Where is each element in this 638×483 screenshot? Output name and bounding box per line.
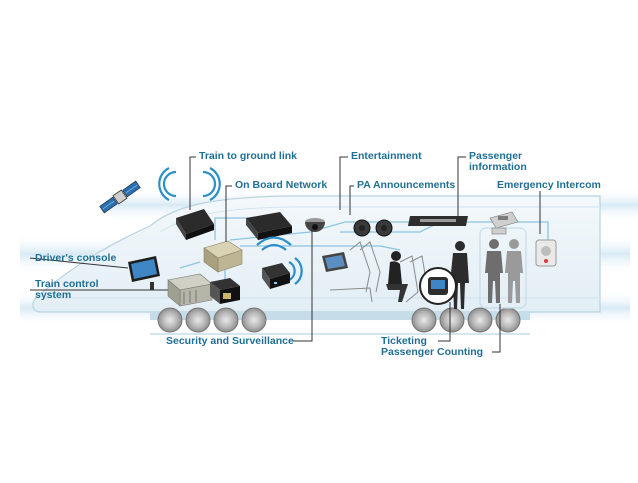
label-passenger-information: Passenger information [469,150,527,173]
conductor-figure [450,241,469,309]
passenger-silhouettes [485,239,523,303]
label-on-board-network: On Board Network [235,179,328,191]
train-wheels [150,307,530,335]
intercom-icon [535,239,557,267]
ceiling-unit-icon [489,211,519,229]
network-switch-icon [246,212,292,240]
label-leader-lines [29,156,541,353]
people-counter-icon [491,227,507,235]
label-pa-announcements: PA Announcements [357,179,456,191]
wifi-signal-icon [256,236,303,285]
label-passenger-counting: Passenger Counting [381,346,484,358]
security-unit-icon [262,263,290,289]
label-ticketing: Ticketing [381,335,427,347]
control-rack-icon [167,273,213,307]
led-display-icon [408,216,468,226]
label-entertainment: Entertainment [351,150,422,162]
label-train-control-system: Train control system [35,278,99,301]
ticket-terminal-icon [419,267,457,305]
router-icon [176,209,214,240]
passenger-seated-figure [386,251,408,302]
label-security-and-surveillance: Security and Surveillance [166,335,294,347]
dome-camera-icon [305,218,325,232]
label-drivers-console: Driver's console [35,252,117,264]
label-train-to-ground-link: Train to ground link [199,150,297,162]
tablet-icon [322,252,348,272]
rear-bogie-wheels [411,307,521,333]
wireless-signal-icon [158,167,221,201]
satellite-icon [99,180,141,214]
central-unit-icon [203,240,243,273]
front-bogie-wheels [157,307,267,333]
drivers-monitor-icon [128,256,160,290]
label-emergency-intercom: Emergency Intercom [497,179,601,191]
video-recorder-icon [210,278,240,304]
speaker-icon [353,219,393,237]
